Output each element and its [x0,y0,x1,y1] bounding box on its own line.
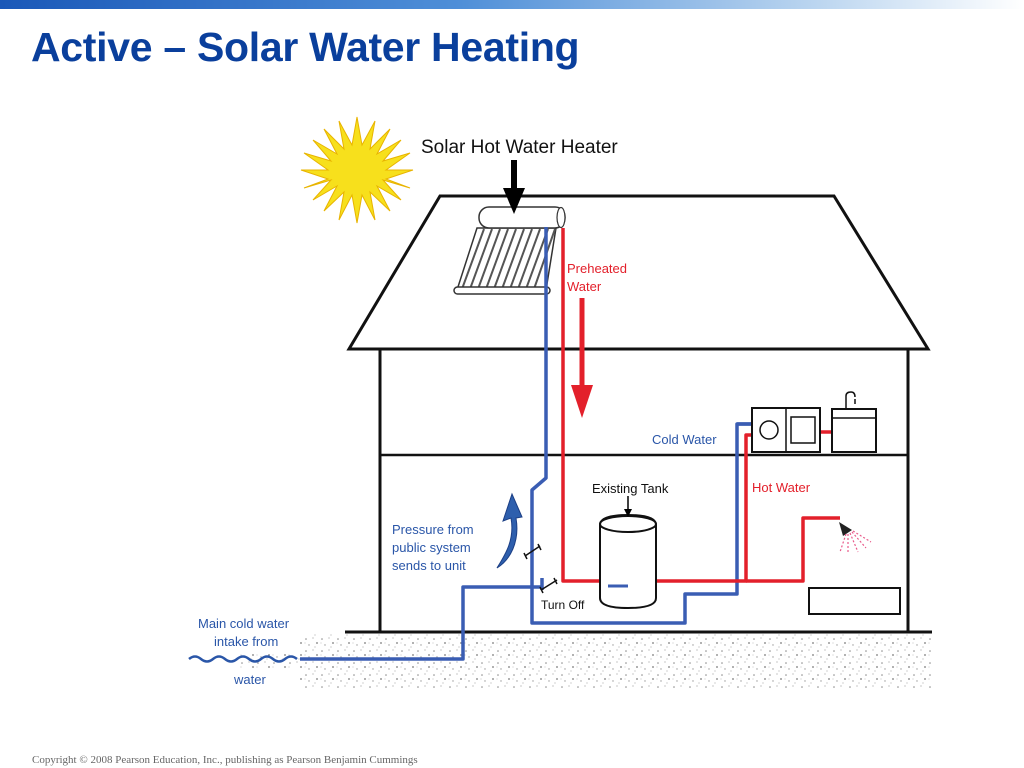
water-wave-icon [188,655,298,663]
sunlight-arrow [503,160,525,214]
main-intake-label-line1: Main cold water [198,616,290,631]
copyright-footer: Copyright © 2008 Pearson Education, Inc.… [32,754,418,766]
ground-gravel [300,634,932,688]
bathtub [808,587,901,615]
main-intake-label-line2: intake from [214,634,278,649]
valve-icon [523,543,542,560]
main-intake-label-line3: water [233,672,266,687]
pressure-label-line2: public system [392,540,471,555]
water-tank-icon [599,513,657,610]
slide-title: Active – Solar Water Heating [31,24,580,70]
pressure-label-line3: sends to unit [392,558,466,573]
turn-off-label: Turn Off [541,598,585,612]
ground-gravel-edge [240,652,300,668]
cold-water-label: Cold Water [652,432,717,447]
pressure-arrow [496,492,523,569]
cold-water-pipes [300,227,752,661]
solar-heater-label: Solar Hot Water Heater [421,137,618,158]
preheated-water-arrow [571,298,593,418]
shower-icon [839,522,872,554]
preheated-label-line2: Water [567,279,602,294]
tank-pointer-arrow [624,496,632,517]
sink-icon [831,391,877,453]
house-roof [346,194,931,351]
title-bar-accent [0,0,1024,9]
turn-off-valve-icon [539,577,558,594]
pressure-label-line1: Pressure from [392,522,474,537]
existing-tank-label: Existing Tank [592,481,669,496]
preheated-label-line1: Preheated [567,261,627,276]
sun-icon [300,116,414,224]
washing-machine-icon [751,407,821,453]
hot-water-label: Hot Water [752,480,811,495]
